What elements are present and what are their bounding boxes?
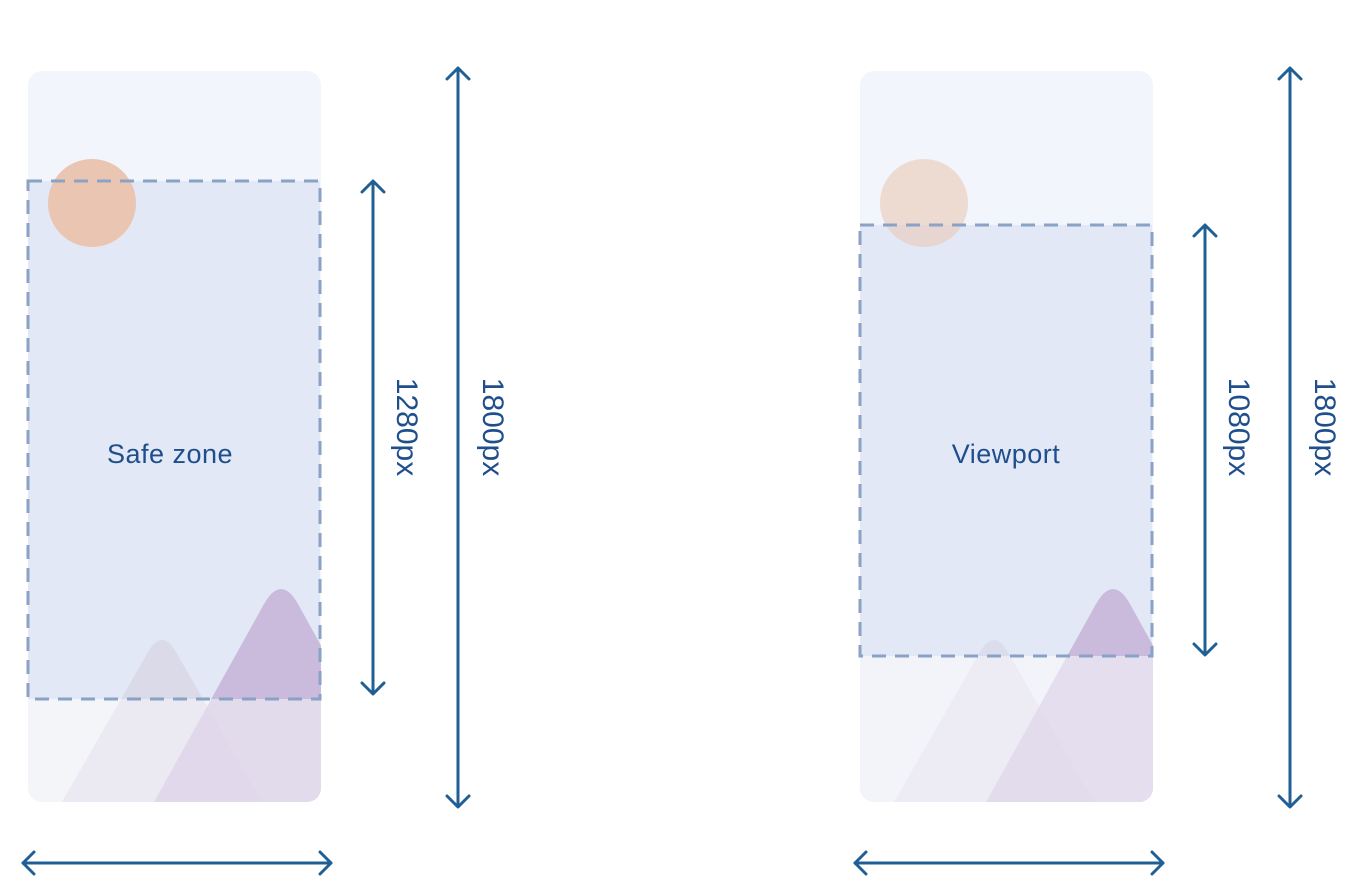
inner-height-label: 1080px	[1222, 378, 1255, 476]
outer-height-label: 1800px	[476, 378, 509, 476]
zone-label: Viewport	[952, 439, 1061, 469]
panel-safe-zone: Safe zone 1280px 1800px	[21, 66, 509, 876]
outer-height-arrow	[445, 66, 471, 809]
sun-icon	[48, 159, 136, 247]
outer-height-label: 1800px	[1308, 378, 1341, 476]
safe-zone-border	[26, 179, 322, 701]
zone-label: Safe zone	[107, 439, 233, 469]
inner-height-label: 1280px	[390, 378, 423, 476]
viewport-area	[860, 225, 1152, 656]
landscape-illustration	[28, 159, 321, 802]
viewport-border	[858, 223, 1154, 658]
width-arrow	[853, 850, 1165, 876]
sun-icon	[880, 159, 968, 247]
panel-viewport: Viewport 1080px 1800px	[853, 66, 1341, 876]
landscape-illustration	[860, 159, 1153, 802]
width-arrow	[21, 850, 333, 876]
inner-height-arrow	[360, 179, 386, 696]
inner-height-arrow	[1192, 223, 1218, 657]
outer-height-arrow	[1277, 66, 1303, 809]
